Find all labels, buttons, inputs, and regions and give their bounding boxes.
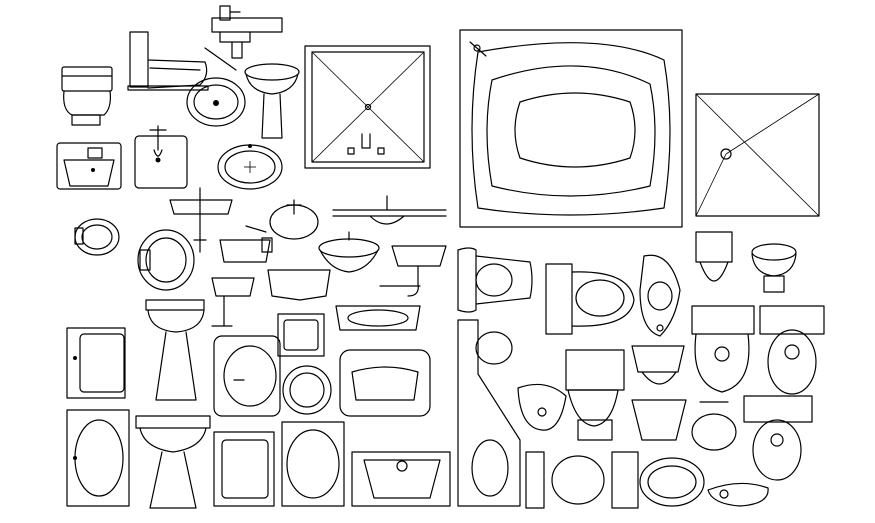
pedestal-sink-front-icon: [145, 299, 205, 401]
corner-vanity-icon: [457, 319, 521, 507]
elongated-toilet-plan-icon: [743, 395, 813, 481]
toilet-tank-plan-icon: [691, 305, 755, 393]
urinal-icon: [695, 231, 733, 282]
round-wall-sink-icon: [74, 218, 120, 256]
bidet-plan-icon: [707, 482, 769, 507]
pedestal-sink-large-icon: [135, 415, 211, 509]
wall-sink-front-icon: [56, 142, 122, 190]
toilet-front-icon: [565, 349, 625, 441]
oval-basin-plan-icon: [281, 421, 345, 507]
round-basin-side-icon: [137, 229, 195, 291]
bidet-side-icon: [751, 243, 797, 293]
urinal-plan-icon: [517, 383, 567, 431]
basin-top-icon: [267, 269, 331, 301]
rect-basin-icon: [213, 431, 275, 507]
toilet-tank-plan-2-icon: [759, 305, 825, 395]
oval-basin-icon: [186, 77, 246, 127]
toilet-plan-2-icon: [545, 263, 635, 335]
oval-sink-plan-icon: [213, 335, 281, 417]
drop-in-sink-front-icon: [318, 231, 380, 273]
round-sink-plan-icon: [282, 365, 332, 415]
drop-in-oval-icon: [691, 401, 737, 451]
wall-sink-trap-icon: [379, 245, 447, 297]
faucet-icon: [134, 125, 188, 189]
corner-basin-icon: [631, 399, 687, 441]
sink-side-icon: [169, 187, 233, 253]
vanity-sink-front-icon: [335, 305, 421, 331]
square-basin-icon: [66, 327, 126, 399]
faucet-wall-sink-icon: [204, 5, 283, 71]
toilet-tank-side-icon: [127, 31, 209, 91]
oval-tub-icon: [639, 457, 705, 507]
bathtub-plan-icon: [459, 29, 683, 228]
wall-sink-with-faucet-icon: [219, 225, 273, 263]
corner-sink-icon: [631, 345, 685, 385]
small-wall-basin-icon: [211, 277, 255, 327]
oval-drop-in-sink-icon: [217, 144, 283, 190]
trough-sink-icon: [351, 451, 451, 507]
square-sink-plan-icon: [277, 313, 325, 357]
pedestal-sink-icon: [244, 63, 300, 139]
wide-basin-icon: [339, 349, 431, 417]
bidet-icon: [639, 254, 681, 337]
oval-vanity-icon: [66, 409, 130, 507]
bidet-oval-icon: [525, 451, 639, 509]
toilet-side-icon: [61, 66, 113, 126]
vanity-counter-icon: [332, 195, 447, 225]
corner-shower-tray-icon: [695, 93, 820, 217]
square-shower-tray-icon: [304, 45, 431, 169]
toilet-plan-icon: [457, 247, 533, 313]
round-sink-icon: [269, 199, 319, 240]
